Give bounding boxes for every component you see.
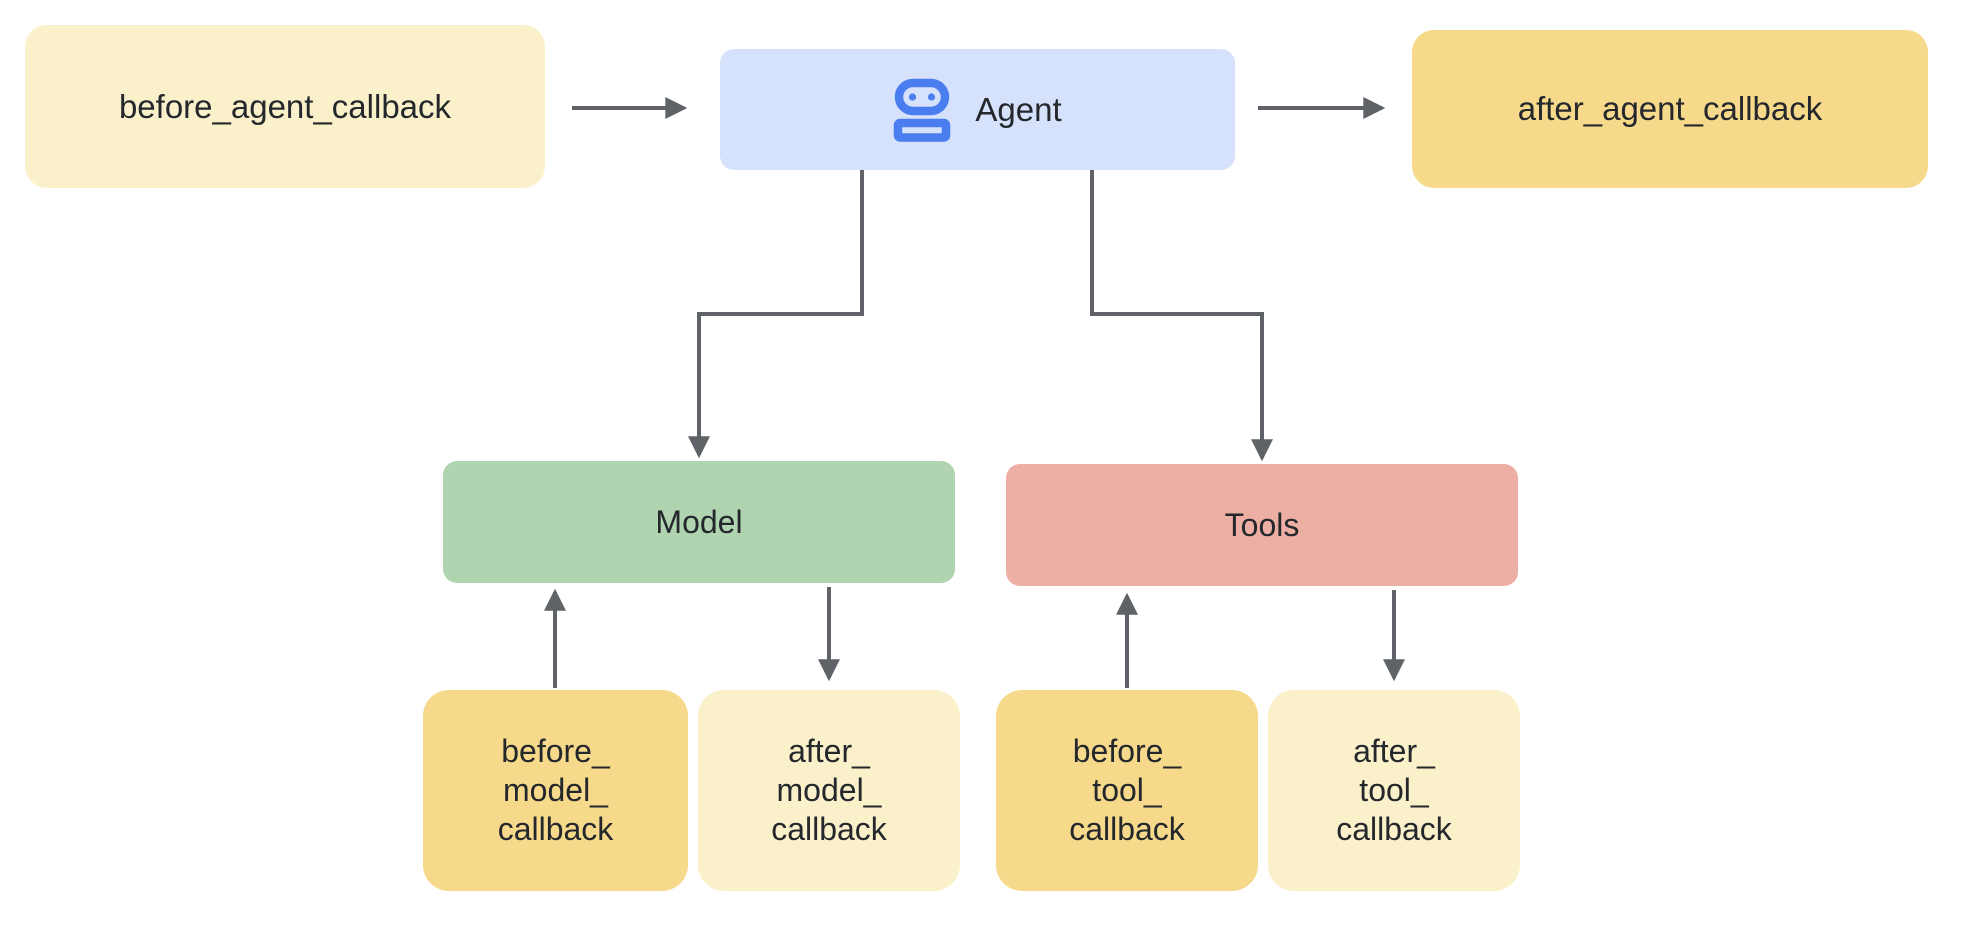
node-label: before_agent_callback [118,87,452,125]
label-line: tool_ [1359,772,1429,808]
edge-agent-to-model [688,169,864,459]
node-label: before_ tool_ callback [1069,732,1185,849]
node-model: Model [443,461,955,583]
label-line: callback [771,811,887,847]
node-label: Agent [975,90,1062,128]
node-label: before_ model_ callback [498,732,614,849]
label-line: callback [1069,811,1185,847]
node-after-tool-callback: after_ tool_ callback [1268,690,1520,891]
node-before-tool-callback: before_ tool_ callback [996,690,1258,891]
label-line: tool_ [1092,772,1162,808]
robot-icon [893,78,951,142]
node-tools: Tools [1006,464,1518,586]
node-label: after_agent_callback [1517,90,1823,128]
label-line: after_ [1353,733,1435,769]
node-agent: Agent [720,49,1235,170]
node-label: after_ tool_ callback [1336,732,1452,849]
label-line: before_ [501,733,610,769]
label-line: callback [497,811,614,847]
node-after-model-callback: after_ model_ callback [698,690,960,891]
node-after-agent-callback: after_agent_callback [1412,30,1928,188]
node-before-model-callback: before_ model_ callback [423,690,688,891]
label-line: callback [1336,811,1452,847]
label-line: before_ [1072,733,1182,769]
node-label: Model [655,503,743,540]
label-line: after_ [788,733,870,769]
node-before-agent-callback: before_agent_callback [25,25,545,188]
node-label: Tools [1224,506,1300,543]
label-line: model_ [776,772,882,808]
label-line: model_ [503,772,608,808]
node-label: after_ model_ callback [771,732,887,849]
edge-agent-to-tools [1090,169,1273,462]
